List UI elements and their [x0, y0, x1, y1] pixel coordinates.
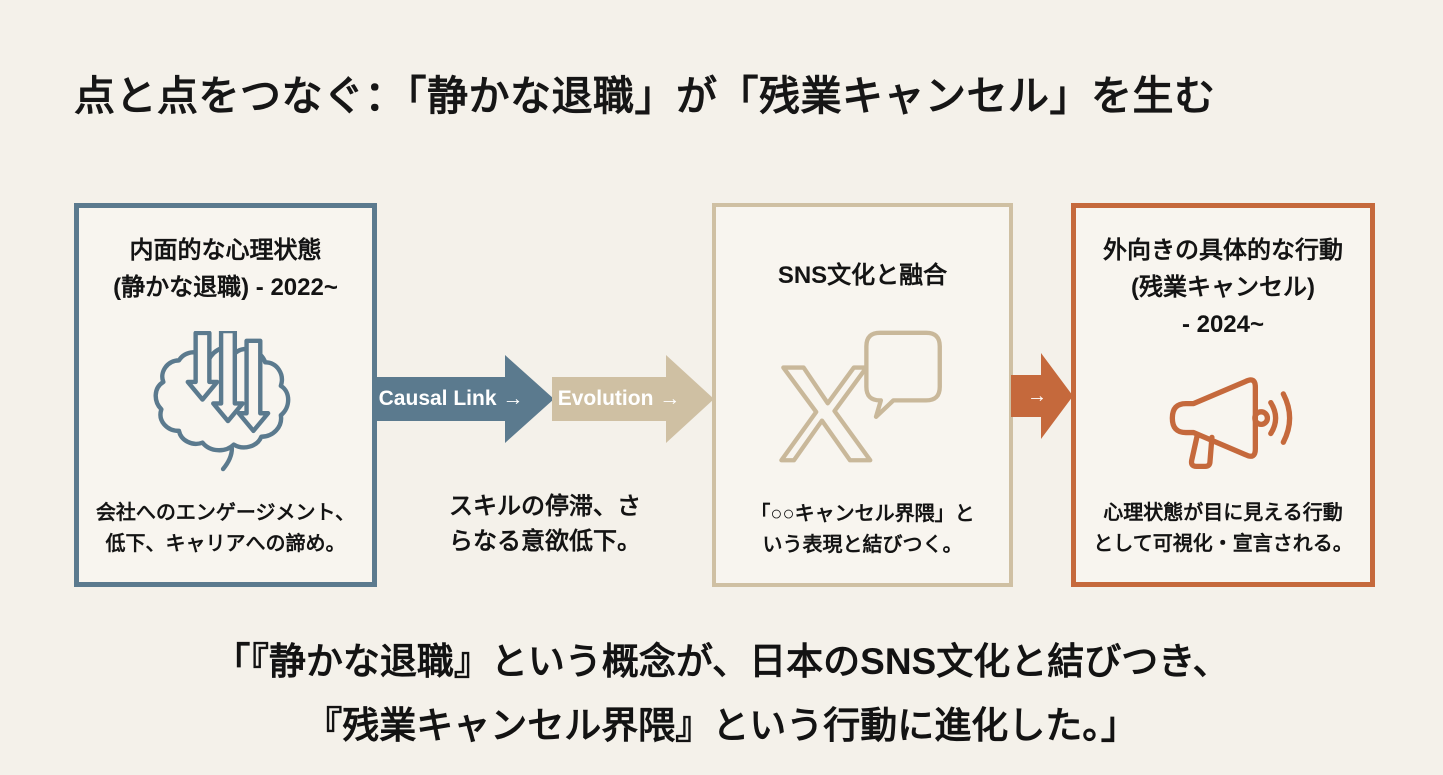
stage3-description: 心理状態が目に見える行動 として可視化・宣言される。 [1093, 502, 1353, 555]
transition-label: → [1027, 384, 1047, 407]
page-title: 点と点をつなぐ：「静かな退職」が「残業キャンセル」を生む [74, 73, 1216, 119]
stage-box-quiet-quitting: 内面的な心理状態 (静かな退職) - 2022~ 会社へのエンゲージメント、 低… [74, 203, 377, 587]
right-block-arrow-icon [1011, 353, 1073, 439]
stage3-heading: 外向きの具体的な行動 (残業キャンセル) - 2024~ [1103, 237, 1343, 339]
evolution-label: Evolution → [557, 387, 681, 410]
x-social-speech-bubble-icon [773, 294, 953, 499]
megaphone-icon [1151, 344, 1296, 498]
causal-link-note: スキルの停滞、さ らなる意欲低下。 [449, 493, 641, 555]
evolution-arrow: Evolution → [552, 355, 714, 443]
stage-box-sns-culture: SNS文化と融合 「○○キャンセル界隈」と いう表現と結びつく。 [712, 203, 1013, 587]
stage1-description: 会社へのエンゲージメント、 低下、キャリアへの諦め。 [95, 502, 356, 555]
summary-quote: 「『静かな退職』という概念が、日本のSNS文化と結びつき、 『残業キャンセル界隈… [213, 641, 1230, 746]
stage-box-overtime-cancel: 外向きの具体的な行動 (残業キャンセル) - 2024~ 心理状態が目に見える行… [1071, 203, 1375, 587]
right-block-arrow-icon [552, 355, 714, 443]
stage1-heading: 内面的な心理状態 (静かな退職) - 2022~ [113, 237, 338, 302]
transition-arrow: → [1011, 353, 1073, 439]
stage2-heading: SNS文化と融合 [777, 262, 948, 289]
brain-decline-icon [142, 306, 310, 498]
causal-link-label: Causal Link → [378, 387, 524, 410]
causal-link-arrow: Causal Link → [377, 355, 554, 443]
stage2-description: 「○○キャンセル界隈」と いう表現と結びつく。 [750, 503, 975, 556]
right-block-arrow-icon [377, 355, 554, 443]
